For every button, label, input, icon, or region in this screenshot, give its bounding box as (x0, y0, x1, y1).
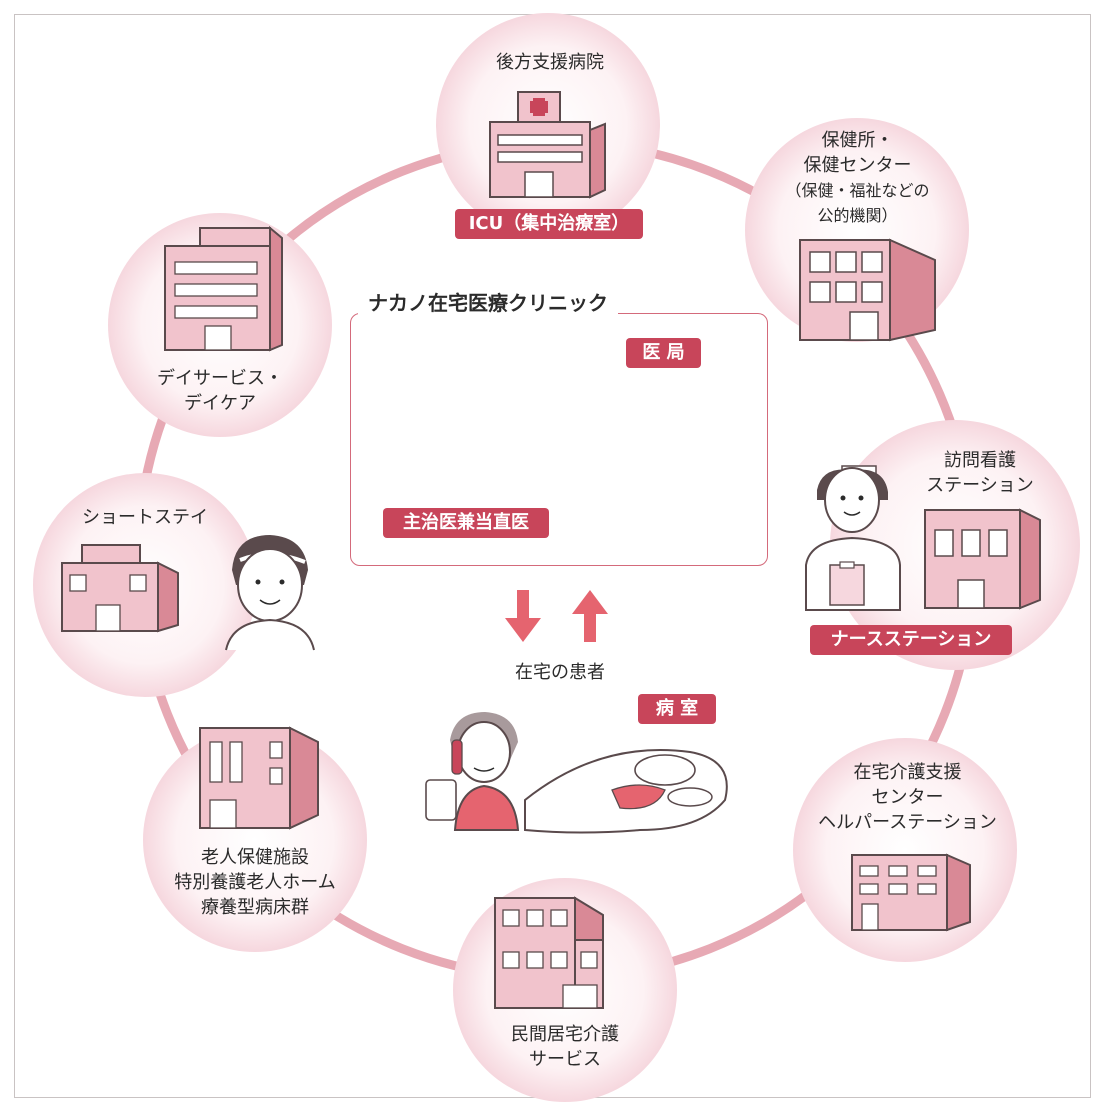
clinic-title: ナカノ在宅医療クリニック (358, 283, 618, 323)
private-care-label: 民間居宅介護 サービス (511, 1024, 619, 1070)
elderly-facility-building-icon (199, 726, 319, 830)
patient-label: 在宅の患者 (515, 662, 605, 683)
nurse-station-tag: ナースステーション (810, 625, 1012, 655)
day-service-building-icon (164, 225, 283, 352)
health-center-building-icon (799, 238, 936, 342)
private-care-building-icon (494, 896, 604, 1009)
elderly-facility-label: 老人保健施設 特別養護老人ホーム 療養型病床群 (174, 847, 336, 918)
day-service-label: デイサービス・ デイケア (157, 368, 283, 414)
care-support-building-icon (851, 853, 971, 932)
care-support-label: 在宅介護支援 センター ヘルパーステーション (818, 762, 997, 833)
down-arrow-icon (505, 590, 541, 642)
office-tag: 医 局 (626, 338, 701, 368)
room-tag: 病 室 (638, 694, 716, 724)
up-arrow-icon (572, 590, 608, 642)
patient-in-bed-icon (524, 749, 728, 834)
resident-woman-icon (225, 535, 315, 651)
hospital-building-icon (489, 91, 606, 199)
nurse-figure-icon (805, 465, 901, 611)
doctor-tag: 主治医兼当直医 (383, 508, 549, 538)
short-stay-label: ショートステイ (82, 507, 208, 528)
nursing-station-label: 訪問看護 ステーション (926, 450, 1034, 496)
nursing-station-building-icon (924, 508, 1041, 610)
short-stay-building-icon (61, 544, 179, 633)
icu-tag: ICU（集中治療室） (455, 209, 643, 239)
health-center-label: 保健所・ 保健センター （保健・福祉などの 公的機関） (785, 130, 930, 225)
elderly-patient-on-phone-icon (425, 712, 520, 831)
hospital-label: 後方支援病院 (496, 52, 604, 73)
